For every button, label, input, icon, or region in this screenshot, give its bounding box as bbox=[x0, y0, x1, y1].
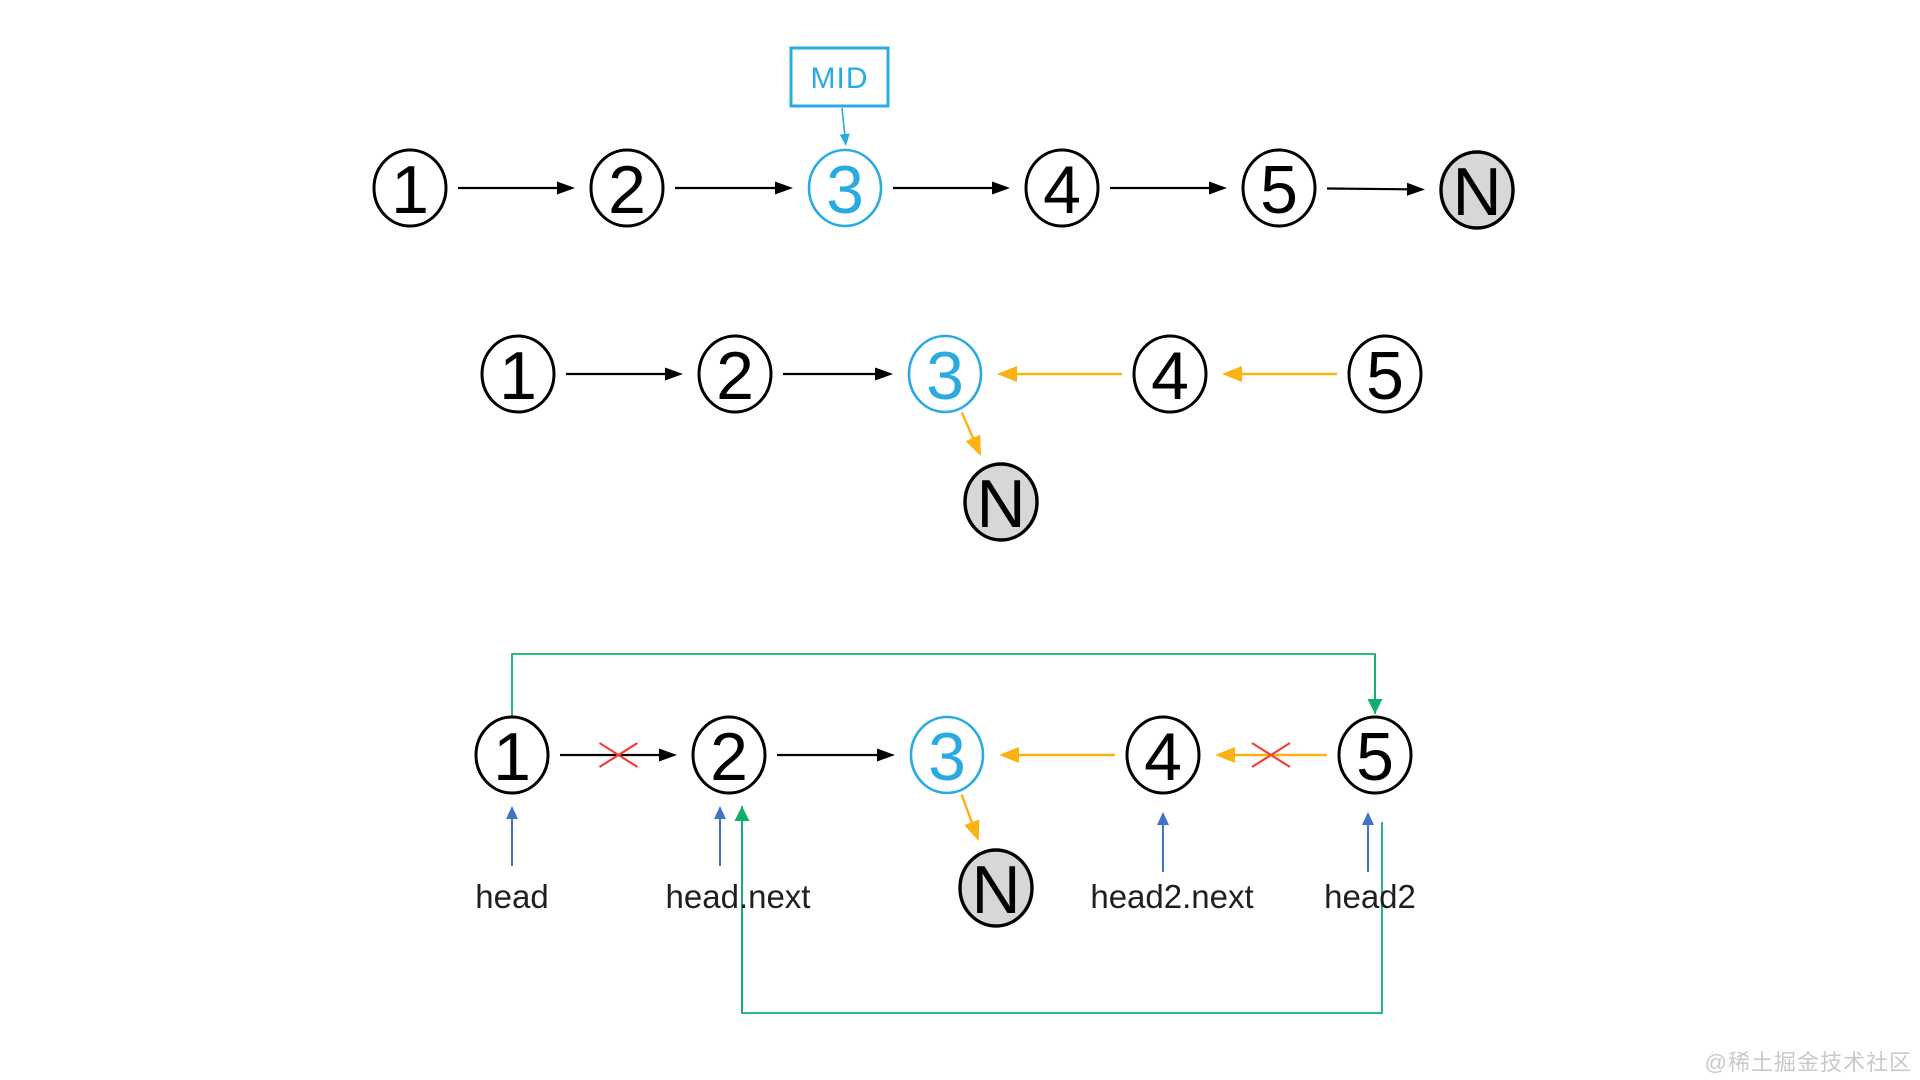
pointer-label-head2: head2 bbox=[1324, 878, 1416, 915]
cross-r3n1-r3n2-b bbox=[598, 742, 639, 768]
node-label-r3nN: N bbox=[971, 852, 1020, 928]
edge-r3n3-r3nN-head bbox=[964, 819, 980, 842]
pointer-arrow-1-head bbox=[714, 806, 726, 819]
green-connector-bottom bbox=[741, 806, 1383, 1014]
node-r2n4 bbox=[1132, 334, 1208, 414]
node-label-r3n4: 4 bbox=[1144, 719, 1182, 795]
node-r1nN bbox=[1439, 150, 1515, 230]
mid-box bbox=[789, 46, 890, 108]
node-label-r1n4: 4 bbox=[1043, 152, 1081, 228]
green-connector-top bbox=[511, 653, 1376, 716]
node-label-r2nN: N bbox=[976, 466, 1025, 542]
node-label-r1nN: N bbox=[1452, 154, 1501, 230]
node-r2nN bbox=[963, 462, 1039, 542]
node-r1n1 bbox=[372, 148, 448, 228]
node-r2n2 bbox=[697, 334, 773, 414]
node-label-r1n1: 1 bbox=[391, 152, 429, 228]
node-label-r2n4: 4 bbox=[1151, 338, 1189, 414]
node-r3n1 bbox=[474, 715, 550, 795]
node-r3n5 bbox=[1337, 715, 1413, 795]
node-r3n4 bbox=[1125, 715, 1201, 795]
node-label-r2n1: 1 bbox=[499, 338, 537, 414]
pointer-arrow-3-head bbox=[1362, 812, 1374, 825]
edge-r1n5-r1nN-line bbox=[1326, 187, 1417, 191]
node-r2n3 bbox=[907, 334, 983, 414]
pointer-label-head2.next: head2.next bbox=[1090, 878, 1253, 915]
node-label-r3n1: 1 bbox=[493, 719, 531, 795]
edge-r1n2-r1n3-head bbox=[775, 181, 793, 195]
node-label-r1n5: 5 bbox=[1260, 152, 1298, 228]
edge-r3n1-r3n2-head bbox=[659, 748, 677, 762]
edge-r3n4-r3n3-head bbox=[999, 747, 1019, 763]
node-r2n1 bbox=[480, 334, 556, 414]
node-label-r3n5: 5 bbox=[1356, 719, 1394, 795]
edge-r3n5-r3n4-head bbox=[1215, 747, 1235, 763]
edge-r1n4-r1n5-head bbox=[1209, 181, 1227, 195]
node-label-r2n3: 3 bbox=[926, 338, 964, 414]
node-r1n4 bbox=[1024, 148, 1100, 228]
edge-r1n1-r1n2-head bbox=[557, 181, 575, 195]
node-r3n3 bbox=[909, 715, 985, 795]
node-label-r3n3: 3 bbox=[928, 719, 966, 795]
node-label-r1n2: 2 bbox=[608, 152, 646, 228]
edge-r2n1-r2n2-head bbox=[665, 367, 683, 381]
cross-r3n5-r3n4-b bbox=[1251, 742, 1291, 768]
edge-r2n4-r2n3-head bbox=[997, 366, 1017, 382]
edge-r1n5-r1nN-head bbox=[1406, 182, 1426, 196]
watermark: @稀土掘金技术社区 bbox=[1704, 1050, 1912, 1075]
green-connector-bottom-arrow-head bbox=[734, 806, 750, 821]
node-label-r2n5: 5 bbox=[1366, 338, 1404, 414]
pointer-arrow-0-head bbox=[506, 806, 518, 819]
node-label-r2n2: 2 bbox=[716, 338, 754, 414]
edge-r3n2-r3n3-head bbox=[877, 748, 895, 762]
node-r1n2 bbox=[589, 148, 665, 228]
pointer-arrow-2-head bbox=[1157, 812, 1169, 825]
edge-r2n2-r2n3-head bbox=[875, 367, 893, 381]
node-label-r3n2: 2 bbox=[710, 719, 748, 795]
node-label-r1n3: 3 bbox=[826, 152, 864, 228]
node-r3n2 bbox=[691, 715, 767, 795]
node-r1n3 bbox=[807, 148, 883, 228]
mid-pointer-arrow-head bbox=[839, 133, 850, 146]
node-r2n5 bbox=[1347, 334, 1423, 414]
pointer-label-head: head bbox=[475, 878, 548, 915]
pointer-label-head.next: head.next bbox=[666, 878, 811, 915]
node-r1n5 bbox=[1241, 148, 1317, 228]
edge-r2n3-r2nN-head bbox=[965, 434, 981, 457]
edge-r2n5-r2n4-head bbox=[1222, 366, 1242, 382]
node-r3nN bbox=[958, 848, 1034, 928]
mid-box-label: MID bbox=[811, 62, 869, 95]
green-connector-top-arrow-head bbox=[1367, 699, 1383, 714]
edge-r1n3-r1n4-head bbox=[992, 181, 1010, 195]
